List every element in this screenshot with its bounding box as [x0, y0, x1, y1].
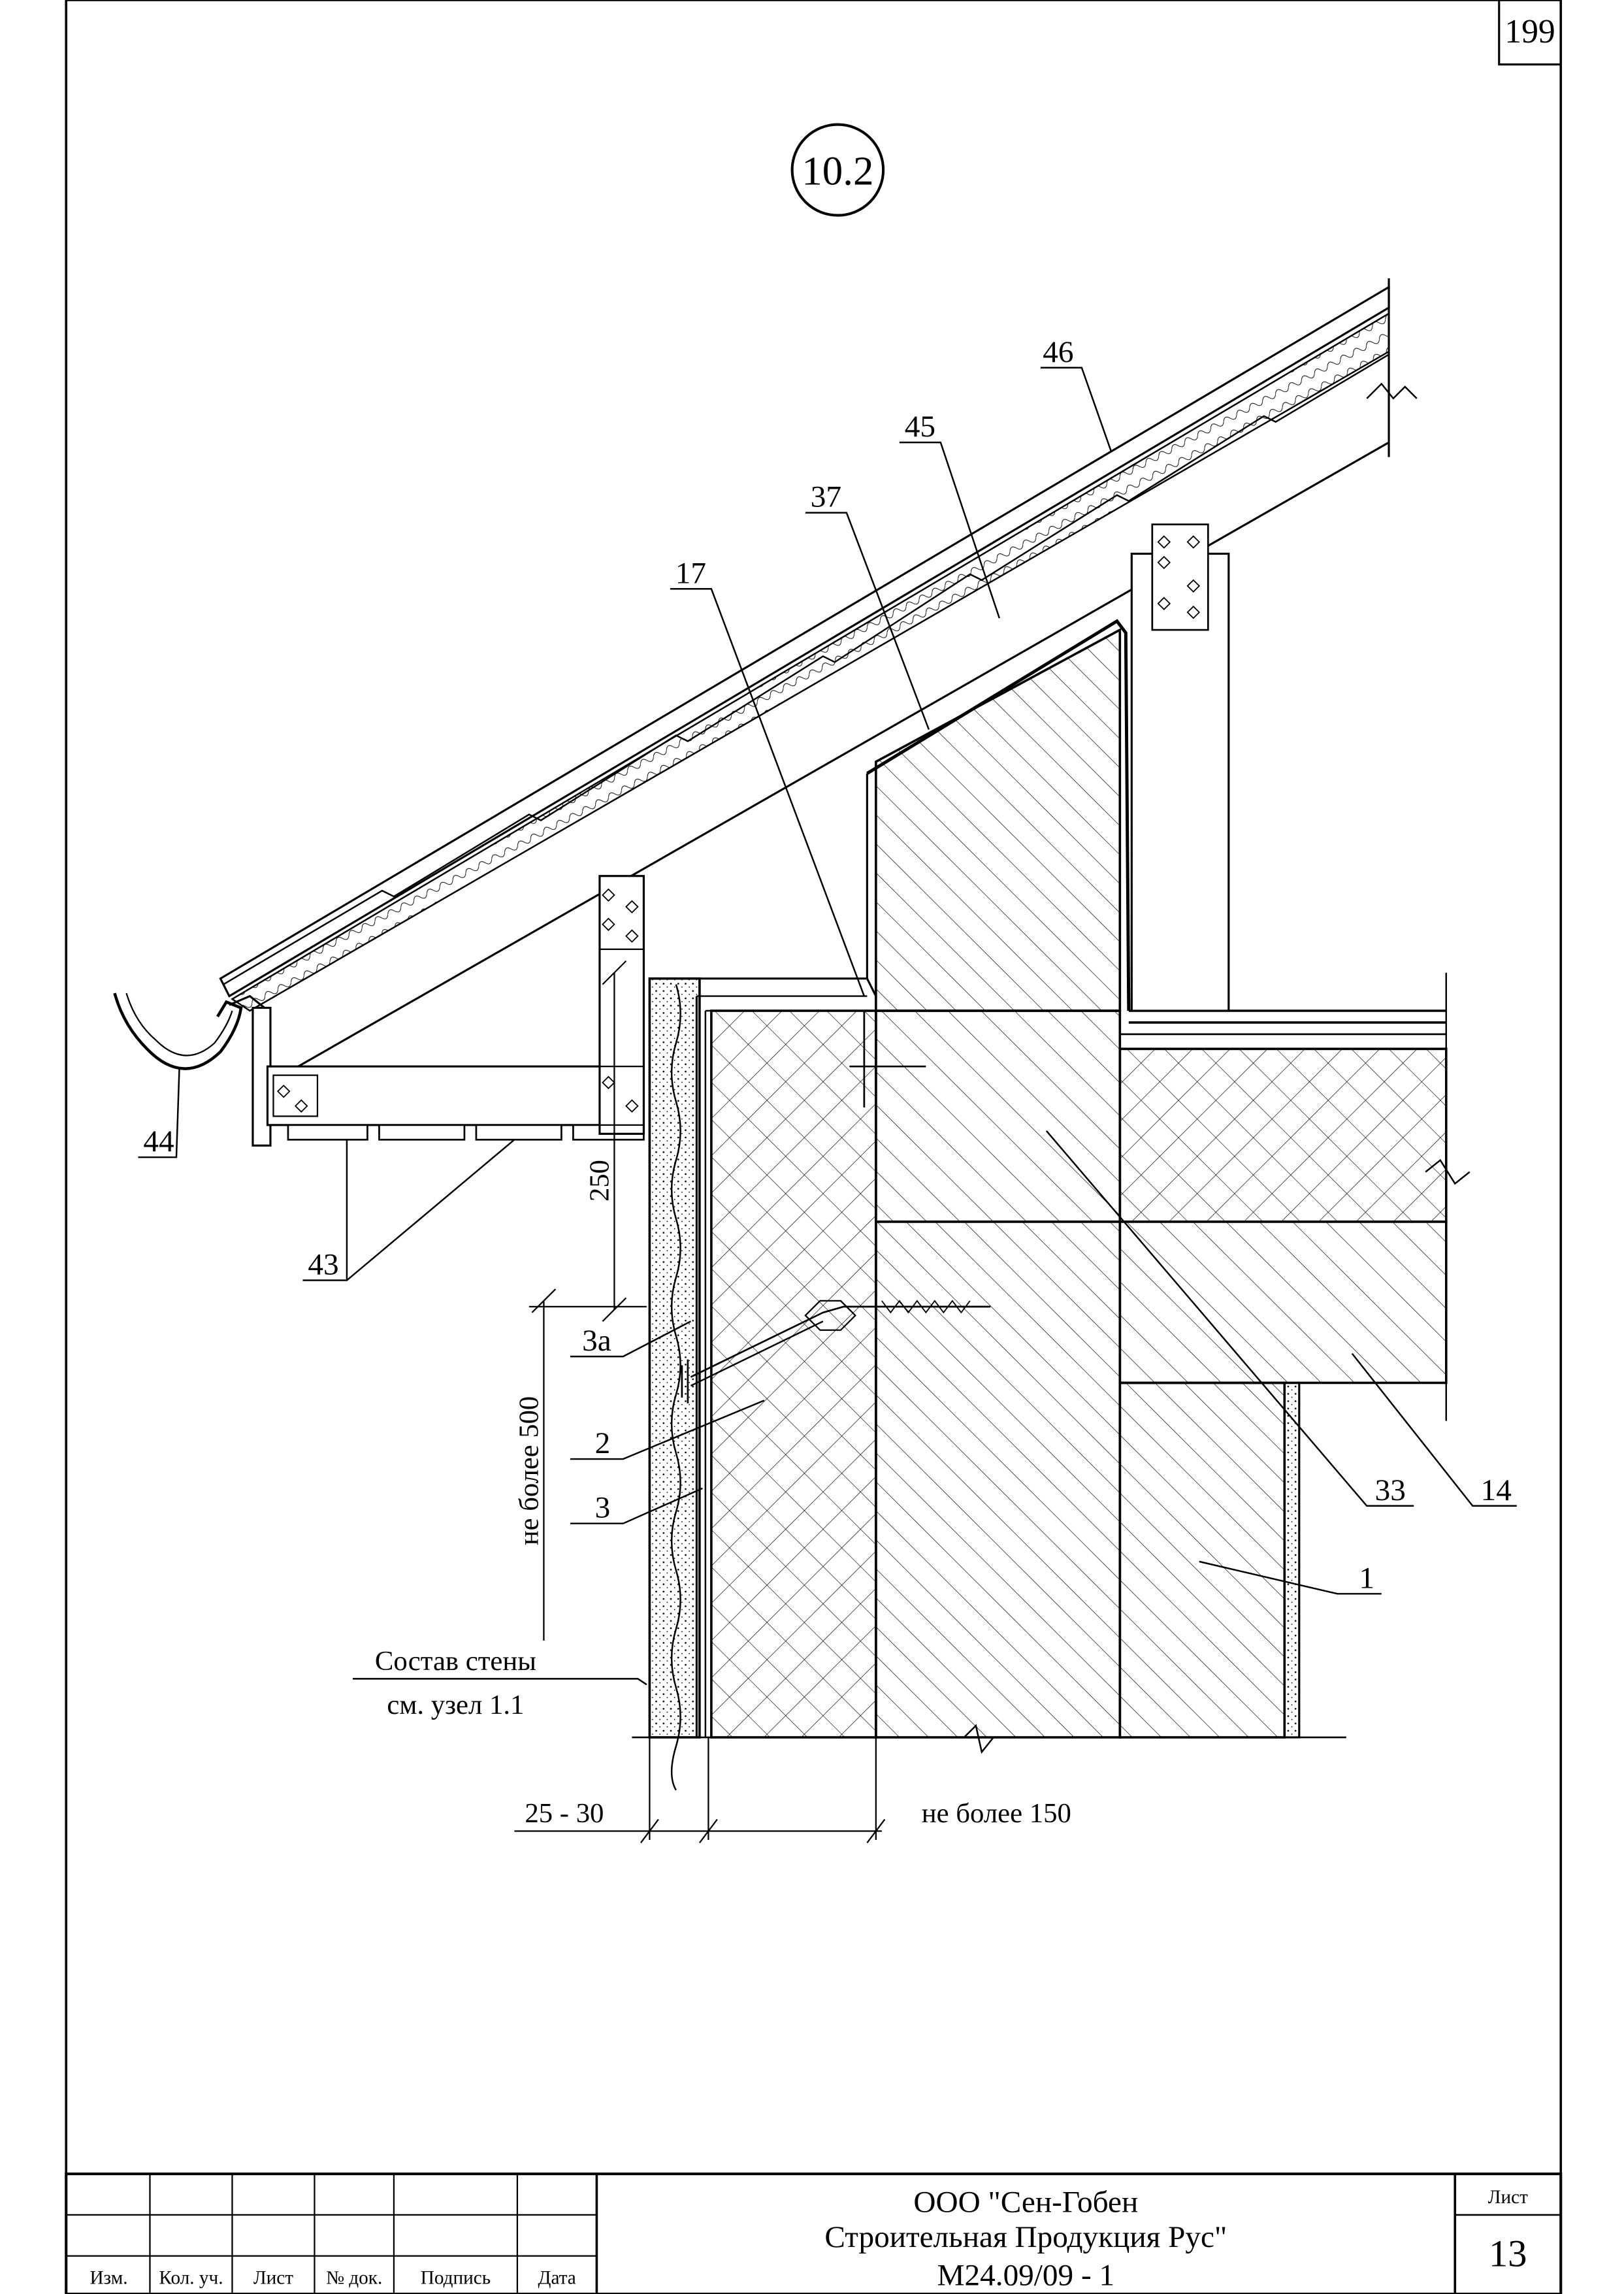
detail-number: 10.2	[802, 148, 873, 194]
page-number-box	[1498, 0, 1562, 66]
floor-slab	[1118, 1221, 1448, 1385]
callout-33: 33	[1375, 1473, 1406, 1507]
sheet-number: 13	[1489, 2232, 1527, 2274]
note-line-2: см. узел 1.1	[387, 1690, 524, 1720]
company-line-1: ООО "Сен-Гобен	[913, 2186, 1138, 2220]
insulation-layer	[710, 1009, 877, 1739]
attic-post-plate-bolts	[1157, 535, 1201, 619]
leader-lines	[138, 367, 1517, 1686]
col-kol-uch: Кол. уч.	[159, 2267, 223, 2288]
col-doc-no: № док.	[326, 2267, 382, 2288]
title-block-columns: Изм. Кол. уч. Лист № док. Подпись Дата	[89, 2267, 576, 2288]
note-line-1: Состав стены	[375, 1646, 536, 1677]
gable-flashing	[866, 619, 1131, 1011]
ring-beam	[875, 1009, 1122, 1223]
col-signature: Подпись	[421, 2267, 491, 2288]
callout-37: 37	[811, 480, 841, 514]
roof-break-1	[1366, 382, 1418, 400]
dimension-labels: 250 не более 500 25 - 30 не более 150	[513, 1160, 1071, 1829]
wall-note: Состав стены см. узел 1.1	[375, 1646, 536, 1720]
dimension-lines	[514, 960, 886, 1844]
render-layer	[648, 977, 701, 1739]
roof-assembly	[219, 278, 1418, 1143]
gable-wall	[875, 628, 1122, 1012]
dim-25-30: 25 - 30	[525, 1798, 604, 1829]
masonry-wall	[875, 1221, 1122, 1739]
page-number: 199	[1504, 13, 1555, 50]
callout-labels: 46 45 37 17 44 43 3а 2 3 33 14 1	[143, 335, 1512, 1595]
detail-marker: 10.2	[790, 123, 885, 217]
document-code: М24.09/09 - 1	[937, 2259, 1115, 2293]
callout-17: 17	[675, 556, 706, 590]
wall-break	[963, 1724, 994, 1754]
callout-3: 3	[595, 1491, 611, 1525]
post-plate-top	[598, 875, 645, 950]
eave-box	[252, 875, 645, 1147]
render-wavy-line	[670, 984, 681, 1791]
floor-finish-lines	[1120, 1009, 1446, 1051]
dim-max-500: не более 500	[513, 1396, 544, 1545]
company-line-2: Строительная Продукция Рус"	[824, 2220, 1227, 2254]
soffit-boards	[287, 1124, 645, 1141]
sheet-frame: 199	[65, 0, 1563, 2294]
floor-break	[1425, 972, 1470, 1421]
fastener-mark	[849, 1010, 926, 1107]
gutter-inner	[125, 992, 233, 1057]
roof-membrane-line	[250, 351, 1389, 1011]
col-izm: Изм.	[89, 2267, 127, 2288]
wall-section	[632, 523, 1470, 1791]
anchor-dowel	[681, 1300, 991, 1403]
callout-44: 44	[143, 1124, 174, 1158]
sheet-label: Лист	[1488, 2187, 1528, 2208]
callout-43: 43	[308, 1248, 338, 1282]
interior-plaster	[1283, 1381, 1301, 1739]
gutter-profile	[113, 992, 243, 1070]
callout-14: 14	[1481, 1473, 1512, 1507]
callout-45: 45	[905, 410, 935, 444]
callout-46: 46	[1043, 335, 1073, 369]
callout-3a: 3а	[582, 1324, 611, 1358]
col-date: Дата	[538, 2267, 576, 2288]
eave-post	[598, 875, 645, 1135]
masonry-wall-lower	[1118, 1381, 1286, 1739]
callout-2: 2	[595, 1426, 611, 1460]
eave-joist	[266, 1065, 645, 1126]
eave-joist-fasteners	[272, 1074, 319, 1117]
col-list: Лист	[253, 2267, 293, 2288]
floor-insulation	[1118, 1047, 1448, 1223]
dim-250: 250	[584, 1160, 615, 1202]
gutter	[113, 992, 265, 1070]
post-plate-bottom	[598, 1066, 645, 1126]
callout-1: 1	[1359, 1561, 1374, 1595]
title-block: Изм. Кол. уч. Лист № док. Подпись Дата О…	[65, 2172, 1563, 2294]
gutter-hook	[229, 994, 265, 1009]
dim-max-150: не более 150	[922, 1798, 1071, 1829]
